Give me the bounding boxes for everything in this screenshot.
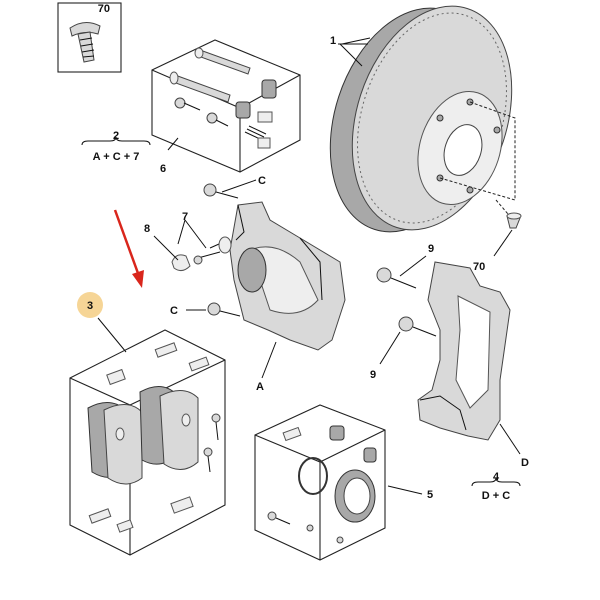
label-bolt-9-bottom: 9: [370, 369, 376, 381]
label-part-7: 7: [182, 211, 188, 223]
guide-pin-icon: [169, 47, 251, 103]
clip-screw-icon: [69, 22, 101, 63]
pad-bolt-icon: [203, 413, 221, 473]
caliper-body: [218, 201, 346, 351]
label-70-box: 70: [98, 3, 110, 15]
label-bolt-9-top: 9: [428, 243, 434, 255]
pad-clip-icon: [88, 342, 210, 533]
caliper-carrier: [417, 261, 511, 441]
label-seal-kit-5: 5: [427, 489, 433, 501]
boot-icon: [235, 79, 277, 119]
label-screw-70: 70: [473, 261, 485, 273]
label-group-2-number: 2: [113, 130, 119, 142]
disc-screw-icon: [506, 212, 522, 229]
label-group-2-formula: A + C + 7: [93, 151, 140, 163]
label-disc-1: 1: [330, 35, 336, 47]
label-carrier-d: D: [521, 457, 529, 469]
brake-disc: [329, 5, 513, 233]
red-arrow-icon: [113, 209, 144, 288]
label-caliper-a: A: [256, 381, 264, 393]
bolt-9-bottom-icon: [398, 316, 437, 337]
piston-seal-icon: [334, 469, 376, 523]
pad-kit-box: [69, 329, 226, 556]
small-bolt-icon: [174, 97, 229, 127]
brake-pad-icon: [87, 386, 199, 485]
label-kit-6: 6: [160, 163, 166, 175]
o-ring-icon: [298, 457, 328, 495]
kit-6-box: [151, 39, 301, 173]
spring-clip-icon: [244, 111, 273, 149]
screw-70-box: 70: [57, 2, 122, 73]
label-group-4-number: 4: [493, 471, 500, 483]
seal-kit-box: [254, 404, 386, 561]
label-bolt-c-top: C: [258, 175, 266, 187]
bolt-c-top-icon: [203, 183, 239, 199]
bleed-screw-icon: [193, 239, 229, 265]
seal-boot-icon: [282, 425, 377, 463]
group-2-label: 2 A + C + 7: [81, 130, 151, 163]
label-group-4-formula: D + C: [482, 490, 510, 502]
group-4-label: 4 D + C: [471, 471, 521, 502]
bolt-c-mid-icon: [207, 302, 241, 317]
bolt-9-top-icon: [376, 267, 417, 289]
seal-bolt-icon: [267, 511, 344, 544]
label-pad-kit-3: 3: [87, 300, 93, 312]
label-bolt-c-mid: C: [170, 305, 178, 317]
highlight-badge: 3: [77, 292, 103, 318]
label-part-8: 8: [144, 223, 150, 235]
